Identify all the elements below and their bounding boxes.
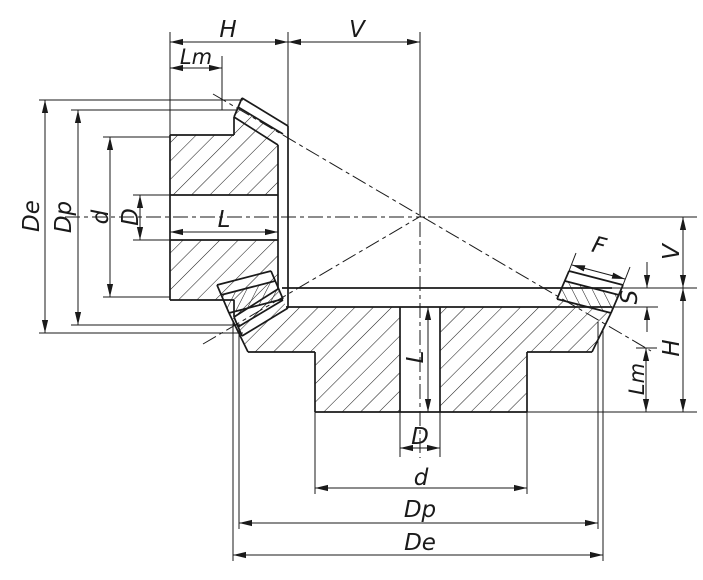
extension-lines <box>39 32 697 561</box>
dimension-lines <box>41 38 687 559</box>
pinion-outline <box>169 97 289 337</box>
dim-label-d-bottom: d <box>414 465 429 491</box>
gear-right-tooth-flank <box>557 281 619 313</box>
dim-label-L-gear: L <box>403 351 429 364</box>
dimension-labels: H V Lm De Dp d D L L D d Dp De V S H Lm … <box>19 17 685 556</box>
dim-label-V-right: V <box>659 242 685 260</box>
dim-label-H-right: H <box>659 339 685 356</box>
pitch-cone-line-upper <box>212 93 652 352</box>
dim-label-V-top: V <box>349 17 367 43</box>
dim-label-D-bottom: D <box>411 424 429 450</box>
dim-label-D-left: D <box>118 208 144 226</box>
dim-label-L-pinion: L <box>218 207 231 233</box>
dim-label-F-face: F <box>589 232 609 261</box>
dim-label-Lm-right: Lm <box>625 363 649 395</box>
gear-section-hatch <box>221 281 619 412</box>
centerlines <box>65 93 652 458</box>
dim-label-Lm-top: Lm <box>180 45 212 69</box>
dim-label-De-left: De <box>19 200 45 232</box>
dim-label-S-right: S <box>617 290 643 305</box>
dim-label-H-top: H <box>219 17 236 43</box>
dim-label-Dp-bottom: Dp <box>404 497 436 523</box>
dim-label-d-left: d <box>88 209 114 224</box>
pitch-cone-line-lower <box>202 215 422 345</box>
dim-label-De-bottom: De <box>404 530 436 556</box>
dim-F-face <box>571 264 626 280</box>
dim-label-Dp-left: Dp <box>51 201 77 233</box>
gear-left-tooth-flank <box>221 281 283 313</box>
